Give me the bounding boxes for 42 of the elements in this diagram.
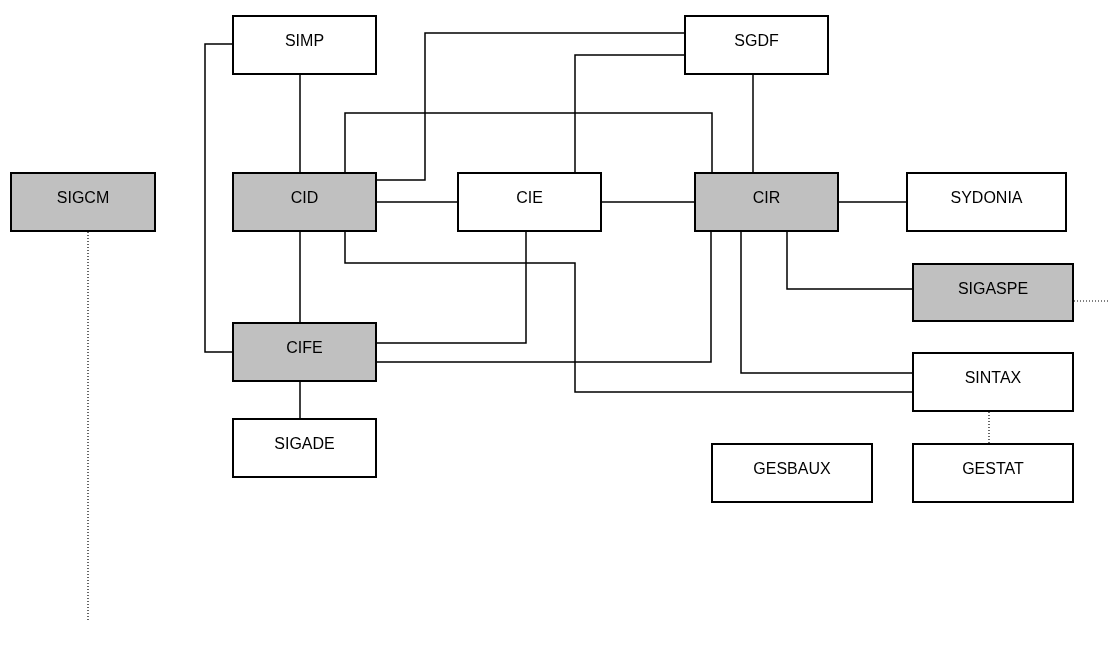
connector-line xyxy=(601,201,695,203)
system-box xyxy=(232,322,377,382)
connector-line xyxy=(204,43,233,353)
system-name: CIFE xyxy=(286,339,323,358)
system-box xyxy=(232,15,377,75)
system-box xyxy=(912,443,1074,503)
connector-line xyxy=(752,74,754,173)
connector-line xyxy=(376,32,685,181)
system-box xyxy=(711,443,873,503)
connector-line xyxy=(574,54,685,173)
connector-line xyxy=(786,231,913,290)
connector-line xyxy=(376,201,458,203)
connector-line xyxy=(299,231,301,323)
connector-line xyxy=(376,231,712,363)
system-name: SIGCM xyxy=(56,189,110,208)
system-name: SYDONIA xyxy=(950,189,1023,208)
connector-line xyxy=(344,231,913,393)
connector-line xyxy=(740,231,913,374)
connector-line xyxy=(299,74,301,173)
system-name: GESTAT xyxy=(962,460,1024,479)
system-box xyxy=(457,172,602,232)
system-box xyxy=(232,172,377,232)
system-name: CIE xyxy=(516,189,543,208)
connector-line xyxy=(299,381,301,419)
system-box xyxy=(912,352,1074,412)
system-box xyxy=(912,263,1074,322)
system-box xyxy=(10,172,156,232)
system-box xyxy=(906,172,1067,232)
system-name: GESBAUX xyxy=(753,460,831,479)
system-name: SIGASPE xyxy=(957,280,1029,299)
system-name: SINTAX xyxy=(964,369,1022,388)
system-name: CID xyxy=(290,189,319,208)
system-box xyxy=(232,418,377,478)
system-name: SGDF xyxy=(734,32,779,51)
system-name: CIR xyxy=(752,189,781,208)
connector-line xyxy=(838,201,907,203)
connector-line xyxy=(376,231,527,344)
connector-line xyxy=(344,112,713,173)
system-box xyxy=(694,172,839,232)
system-name: SIMP xyxy=(284,32,325,51)
system-box xyxy=(684,15,829,75)
system-name: SIGADE xyxy=(274,435,335,454)
